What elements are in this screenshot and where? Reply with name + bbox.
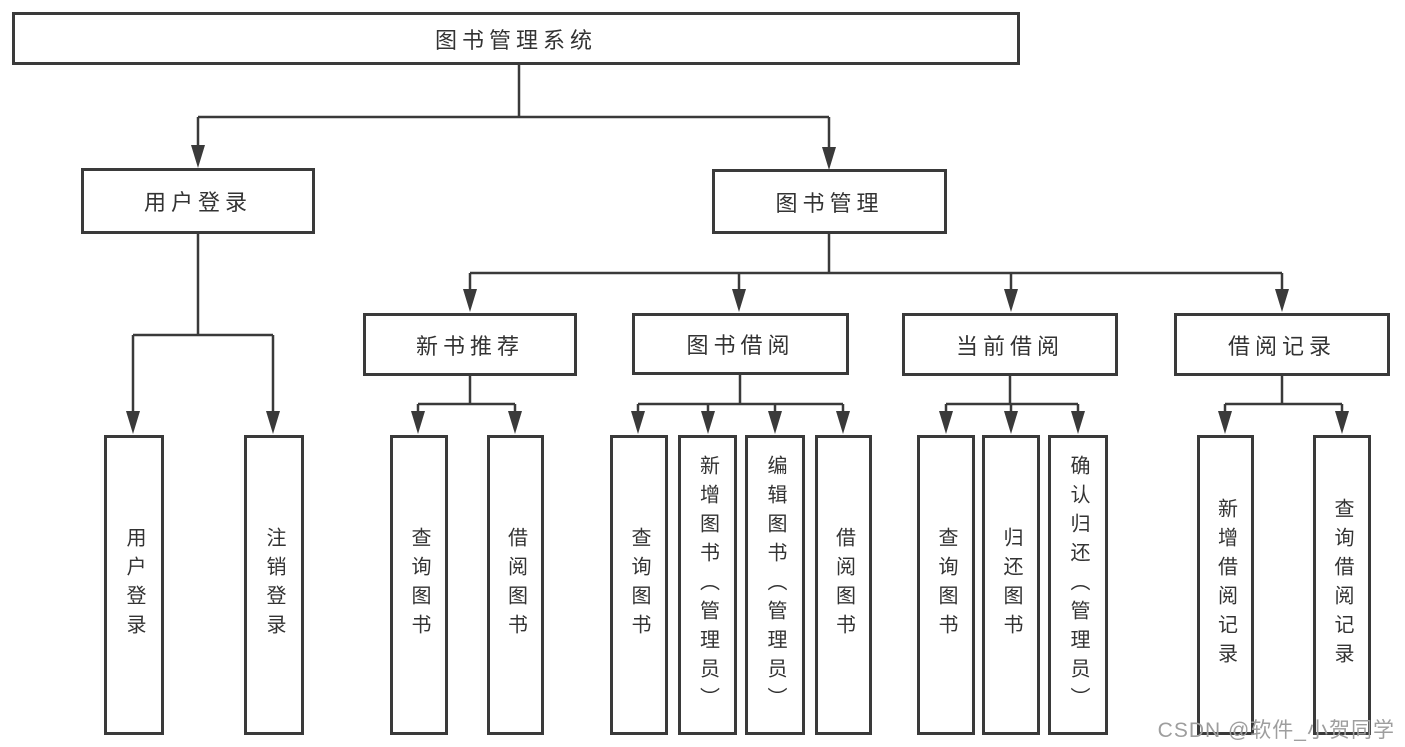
leaf-borrowing-borrow-books: 借阅图书	[815, 435, 872, 735]
node-current-borrowing: 当前借阅	[902, 313, 1118, 376]
leaf-label: 查询图书	[935, 527, 957, 643]
node-new-book-recommendation: 新书推荐	[363, 313, 577, 376]
node-borrowing-records: 借阅记录	[1174, 313, 1390, 376]
node-library-management-system: 图书管理系统	[12, 12, 1020, 65]
node-book-borrowing: 图书借阅	[632, 313, 849, 375]
leaf-recommend-query-books: 查询图书	[390, 435, 448, 735]
leaf-label: 借阅图书	[832, 527, 855, 643]
node-label: 图书借阅	[686, 333, 795, 358]
leaf-label: 查询图书	[628, 527, 650, 643]
node-label: 图书管理系统	[434, 27, 597, 53]
leaf-borrowing-query-books: 查询图书	[610, 435, 668, 735]
csdn-watermark: CSDN @软件_小贺同学	[1157, 719, 1395, 742]
leaf-label: 编辑图书（管理员）	[764, 454, 786, 716]
node-label: 用户登录	[143, 190, 252, 215]
leaf-label: 注销登录	[263, 527, 285, 643]
leaf-add-books-admin: 新增图书（管理员）	[678, 435, 737, 735]
leaf-logout: 注销登录	[244, 435, 304, 735]
node-label: 新书推荐	[415, 333, 524, 359]
node-label: 当前借阅	[955, 333, 1064, 359]
leaf-recommend-borrow-books: 借阅图书	[487, 435, 544, 735]
leaf-edit-books-admin: 编辑图书（管理员）	[745, 435, 805, 735]
leaf-label: 新增借阅记录	[1214, 498, 1237, 672]
leaf-label: 归还图书	[1000, 527, 1022, 643]
node-user-login: 用户登录	[81, 168, 315, 234]
leaf-label: 确认归还（管理员）	[1067, 454, 1089, 716]
leaf-return-books: 归还图书	[982, 435, 1040, 735]
leaf-confirm-return-admin: 确认归还（管理员）	[1048, 435, 1108, 735]
node-label: 借阅记录	[1227, 333, 1336, 359]
node-label: 图书管理	[775, 190, 884, 216]
leaf-label: 新增图书（管理员）	[696, 454, 719, 716]
leaf-add-borrow-record: 新增借阅记录	[1197, 435, 1254, 735]
leaf-query-borrow-record: 查询借阅记录	[1313, 435, 1371, 735]
leaf-label: 用户登录	[123, 527, 145, 643]
leaf-current-query-books: 查询图书	[917, 435, 975, 735]
node-book-management: 图书管理	[712, 169, 947, 234]
leaf-label: 查询图书	[408, 527, 430, 643]
leaf-user-login: 用户登录	[104, 435, 164, 735]
leaf-label: 查询借阅记录	[1331, 498, 1353, 672]
leaf-label: 借阅图书	[504, 527, 527, 643]
